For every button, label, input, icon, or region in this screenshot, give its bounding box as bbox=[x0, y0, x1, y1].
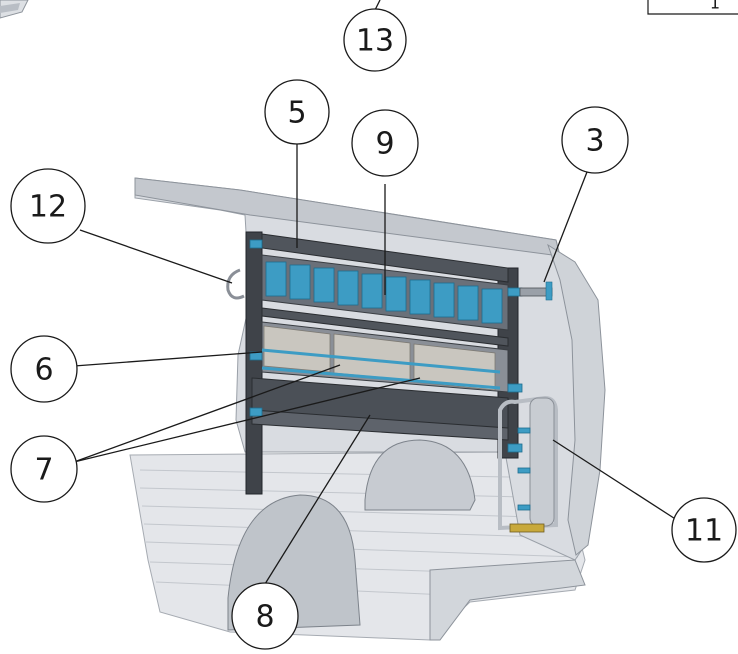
left-post bbox=[245, 231, 263, 495]
balloon-13-label: 13 bbox=[356, 24, 394, 59]
leader-13 bbox=[374, 0, 381, 11]
balloon-9: 9 bbox=[351, 109, 419, 177]
middle-beam bbox=[261, 307, 509, 347]
balloon-11-label: 11 bbox=[685, 514, 723, 549]
wheel-arch-right bbox=[364, 439, 476, 511]
corner-box-label: 1 bbox=[710, 0, 720, 13]
balloon-3: 3 bbox=[561, 106, 629, 174]
cylinder-rack-item11 bbox=[498, 395, 558, 533]
balloon-12-label: 12 bbox=[29, 190, 67, 225]
leader-6 bbox=[73, 351, 263, 367]
leader-8 bbox=[264, 414, 371, 585]
balloon-3-label: 3 bbox=[585, 124, 604, 159]
balloon-7: 7 bbox=[10, 435, 78, 503]
balloon-11: 11 bbox=[671, 497, 737, 563]
balloon-6: 6 bbox=[10, 335, 78, 403]
balloon-5: 5 bbox=[264, 79, 330, 145]
rear-sill bbox=[429, 559, 586, 641]
balloon-9-label: 9 bbox=[375, 127, 394, 162]
leader-lines bbox=[73, 0, 681, 585]
balloon-7-label: 7 bbox=[34, 453, 53, 488]
top-left-partial-artwork bbox=[0, 0, 29, 19]
balloon-13: 13 bbox=[343, 8, 407, 72]
hook-item12 bbox=[226, 268, 245, 300]
leader-7b bbox=[73, 377, 421, 463]
wall-bracket-item3 bbox=[519, 281, 553, 301]
leader-7a bbox=[73, 364, 341, 463]
balloon-6-label: 6 bbox=[34, 353, 53, 388]
balloon-8-label: 8 bbox=[255, 600, 274, 635]
balloon-8: 8 bbox=[231, 582, 299, 650]
van-rear-pillar bbox=[547, 243, 606, 556]
balloon-12: 12 bbox=[10, 168, 86, 244]
leader-3 bbox=[543, 171, 588, 283]
leader-11 bbox=[552, 439, 681, 523]
corner-reference-box: 1 bbox=[647, 0, 738, 15]
bin-blue-rails bbox=[261, 348, 501, 390]
balloon-5-label: 5 bbox=[287, 96, 306, 131]
leader-12 bbox=[79, 229, 233, 284]
upper-shelf-items bbox=[265, 261, 503, 324]
